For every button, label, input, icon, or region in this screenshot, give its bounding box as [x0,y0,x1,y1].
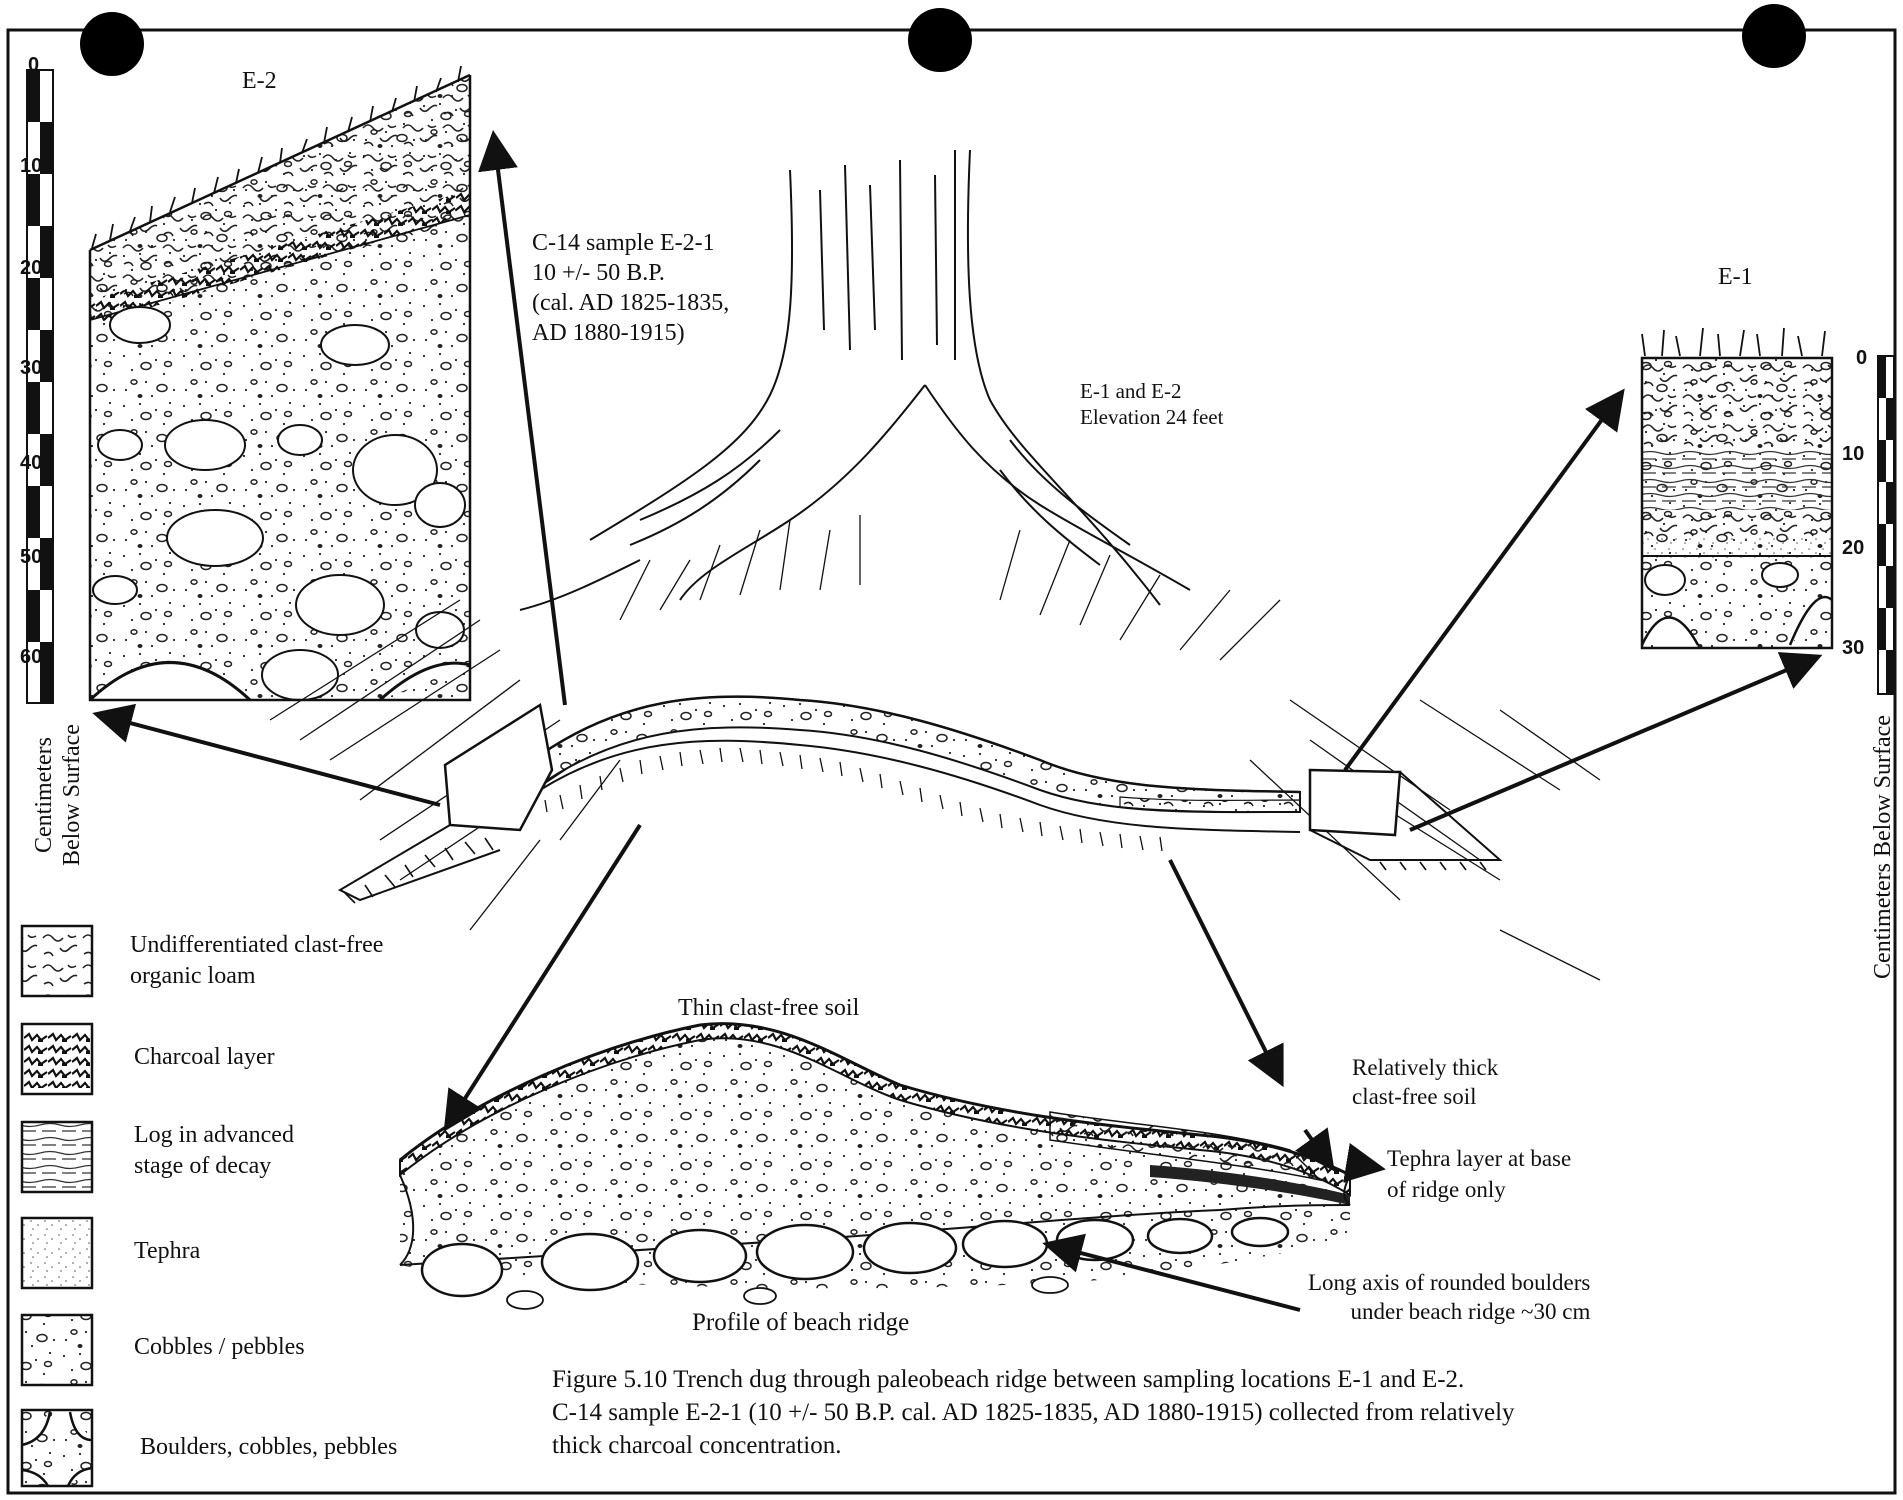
legend-label-boulders: Boulders, cobbles, pebbles [140,1432,397,1463]
left-tick-20: 20 [20,257,42,280]
tephra-line2: of ridge only [1387,1174,1571,1205]
left-tick-10: 10 [20,155,42,178]
left-scale-label-line2: Below Surface [58,695,86,895]
right-tick-20: 20 [1842,537,1864,560]
punch-hole-left [80,12,144,76]
legend-swatch-loam [22,926,92,996]
figure-caption: Figure 5.10 Trench dug through paleobeac… [552,1363,1892,1462]
beach-ridge-profile [400,1024,1350,1309]
caption-line-2: C-14 sample E-2-1 (10 +/- 50 B.P. cal. A… [552,1396,1892,1429]
tephra-label: Tephra layer at base of ridge only [1387,1143,1571,1205]
legend-label-loam: Undifferentiated clast-free organic loam [130,930,383,992]
right-depth-scale [1878,356,1894,694]
c14-line3: (cal. AD 1825-1835, [532,288,729,318]
elevation-line1: E-1 and E-2 [1080,378,1223,404]
c14-line2: 10 +/- 50 B.P. [532,258,729,288]
thick-soil-line2: clast-free soil [1352,1082,1498,1111]
legend-swatch-charcoal [24,1030,90,1088]
left-tick-50: 50 [20,546,42,569]
left-tick-60: 60 [20,646,42,669]
legend-loam-line2: organic loam [130,961,383,992]
legend-swatch-log [22,1122,92,1192]
right-tick-10: 10 [1842,443,1864,466]
e1-profile-column [1642,328,1832,648]
tephra-line1: Tephra layer at base [1387,1143,1571,1174]
left-tick-0: 0 [28,54,39,77]
elevation-line2: Elevation 24 feet [1080,404,1223,430]
legend-log-line2: stage of decay [134,1151,294,1182]
e2-profile-column [90,66,470,700]
e1-title: E-1 [1718,262,1753,292]
trench-ridge-band [340,697,1500,903]
legend-swatches [22,926,92,1486]
boulders-line1: Long axis of rounded boulders [1308,1268,1590,1297]
legend-swatch-tephra [22,1218,92,1288]
thin-soil-label: Thin clast-free soil [678,993,859,1023]
legend-swatch-cobbles [22,1315,92,1385]
left-scale-label-line1: Centimeters [30,695,58,895]
left-scale-label: Centimeters Below Surface [30,695,90,895]
punch-hole-middle [908,8,972,72]
boulders-label: Long axis of rounded boulders under beac… [1308,1268,1590,1326]
legend-log-line1: Log in advanced [134,1120,294,1151]
c14-line1: C-14 sample E-2-1 [532,228,729,258]
caption-line-3: thick charcoal concentration. [552,1429,1892,1462]
left-tick-40: 40 [20,452,42,475]
e2-title: E-2 [242,66,277,96]
legend-loam-line1: Undifferentiated clast-free [130,930,383,961]
boulders-line2: under beach ridge ~30 cm [1308,1297,1590,1326]
profile-label: Profile of beach ridge [692,1308,909,1338]
right-scale-label: Centimeters Below Surface [1869,677,1899,1017]
punch-hole-right [1742,4,1806,68]
legend-label-charcoal: Charcoal layer [134,1042,275,1073]
c14-label: C-14 sample E-2-1 10 +/- 50 B.P. (cal. A… [532,228,729,348]
legend-label-cobbles: Cobbles / pebbles [134,1332,305,1363]
thick-soil-line1: Relatively thick [1352,1053,1498,1082]
legend-swatch-boulders [22,1410,92,1486]
c14-line4: AD 1880-1915) [532,318,729,348]
legend-label-tephra: Tephra [134,1236,200,1267]
left-tick-30: 30 [20,357,42,380]
right-tick-30: 30 [1842,637,1864,660]
legend-label-log: Log in advanced stage of decay [134,1120,294,1182]
thick-soil-label: Relatively thick clast-free soil [1352,1053,1498,1111]
caption-line-1: Figure 5.10 Trench dug through paleobeac… [552,1363,1892,1396]
right-tick-0: 0 [1856,347,1867,370]
elevation-label: E-1 and E-2 Elevation 24 feet [1080,378,1223,430]
